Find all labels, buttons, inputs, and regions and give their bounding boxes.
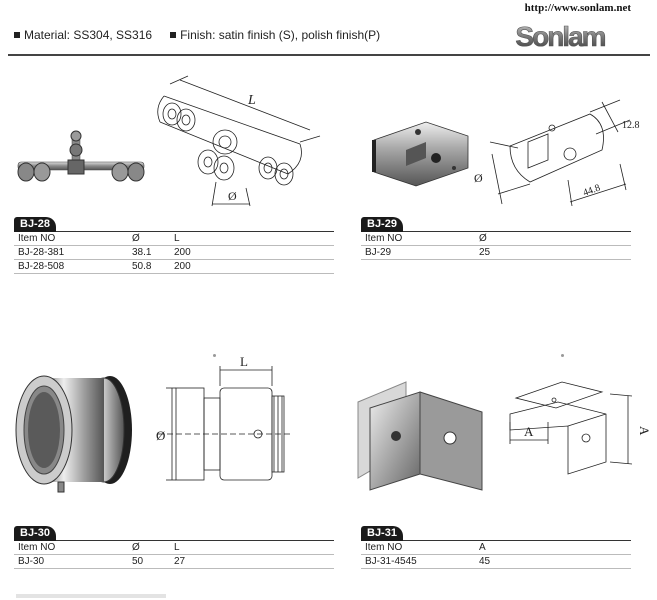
bj29-length-label: 44.8 <box>582 183 602 199</box>
bj28-length-label: L <box>247 93 256 108</box>
separator-dot <box>561 354 564 357</box>
col-item-no: Item NO <box>365 542 403 553</box>
cell-length: 27 <box>174 556 186 567</box>
table-row: BJ-30 50 27 <box>14 555 334 569</box>
bj28-code-tag: BJ-28 <box>14 217 56 232</box>
header-divider <box>8 54 650 56</box>
logo-text: Sonlam <box>515 22 605 50</box>
spec-rule <box>361 540 631 541</box>
table-header-row: Item NO Ø L <box>14 541 334 555</box>
bj31-photo <box>357 381 483 491</box>
footer-strip <box>16 594 166 598</box>
sonlam-logo: Sonlam <box>515 22 608 50</box>
col-diameter: Ø <box>479 233 487 244</box>
bullet-square-icon <box>170 31 177 38</box>
table-row: BJ-28-508 50.8 200 <box>14 260 334 274</box>
bj30-spec: BJ-30 Item NO Ø L BJ-30 50 27 <box>14 526 334 569</box>
bj29-diameter-label: Ø <box>474 171 483 185</box>
bj29-photo <box>372 121 469 187</box>
bj31-drawing: A A <box>509 381 652 475</box>
cell-length: 200 <box>174 247 191 258</box>
table-header-row: Item NO Ø L <box>14 232 334 246</box>
table-row: BJ-29 25 <box>361 246 631 260</box>
bj30-code-tag: BJ-30 <box>14 526 56 541</box>
cell-item-no: BJ-30 <box>18 556 45 567</box>
cell-length: 200 <box>174 261 191 272</box>
bj30-photo <box>15 375 132 493</box>
cell-item-no: BJ-28-508 <box>18 261 65 272</box>
col-item-no: Item NO <box>18 233 56 244</box>
col-diameter: Ø <box>132 542 140 553</box>
spec-rule <box>14 231 334 232</box>
bj29-width-label: 12.8 <box>622 120 640 131</box>
col-a: A <box>479 542 486 553</box>
website-url[interactable]: http://www.sonlam.net <box>524 2 631 14</box>
bj31-code-tag: BJ-31 <box>361 526 403 541</box>
bj28-diameter-label: Ø <box>228 189 237 203</box>
col-diameter: Ø <box>132 233 140 244</box>
material-finish-line: Material: SS304, SS316 Finish: satin fin… <box>14 28 380 42</box>
finish-text: Finish: satin finish (S), polish finish(… <box>170 28 380 42</box>
material-text: Material: SS304, SS316 <box>14 28 152 42</box>
bj31-a-horizontal-label: A <box>524 424 534 439</box>
col-length: L <box>174 233 180 244</box>
col-item-no: Item NO <box>365 233 403 244</box>
cell-diameter: 50.8 <box>132 261 152 272</box>
cell-item-no: BJ-29 <box>365 247 392 258</box>
bj28-drawing: L Ø <box>157 75 321 207</box>
spec-rule <box>361 231 631 232</box>
bj30-diameter-label: Ø <box>156 428 165 443</box>
bj30-drawing: Ø L <box>156 354 292 481</box>
table-row: BJ-31-4545 45 <box>361 555 631 569</box>
bj28-spec: BJ-28 Item NO Ø L BJ-28-381 38.1 200 BJ-… <box>14 217 334 274</box>
table-row: BJ-28-381 38.1 200 <box>14 246 334 260</box>
table-header-row: Item NO A <box>361 541 631 555</box>
separator-dot <box>213 354 216 357</box>
bj31-a-vertical-label: A <box>637 426 652 436</box>
col-item-no: Item NO <box>18 542 56 553</box>
col-length: L <box>174 542 180 553</box>
bj28-photo <box>17 130 145 182</box>
cell-diameter: 38.1 <box>132 247 152 258</box>
bj31-spec: BJ-31 Item NO A BJ-31-4545 45 <box>361 526 631 569</box>
bj29-drawing: Ø 12.8 44.8 <box>474 99 640 207</box>
cell-diameter: 50 <box>132 556 144 567</box>
bj29-spec: BJ-29 Item NO Ø BJ-29 25 <box>361 217 631 260</box>
cell-diameter: 25 <box>479 247 491 258</box>
bullet-square-icon <box>14 31 20 38</box>
cell-a: 45 <box>479 556 491 567</box>
bj30-length-label: L <box>240 354 248 369</box>
spec-rule <box>14 540 334 541</box>
table-header-row: Item NO Ø <box>361 232 631 246</box>
bj29-code-tag: BJ-29 <box>361 217 403 232</box>
cell-item-no: BJ-31-4545 <box>365 556 417 567</box>
cell-item-no: BJ-28-381 <box>18 247 65 258</box>
